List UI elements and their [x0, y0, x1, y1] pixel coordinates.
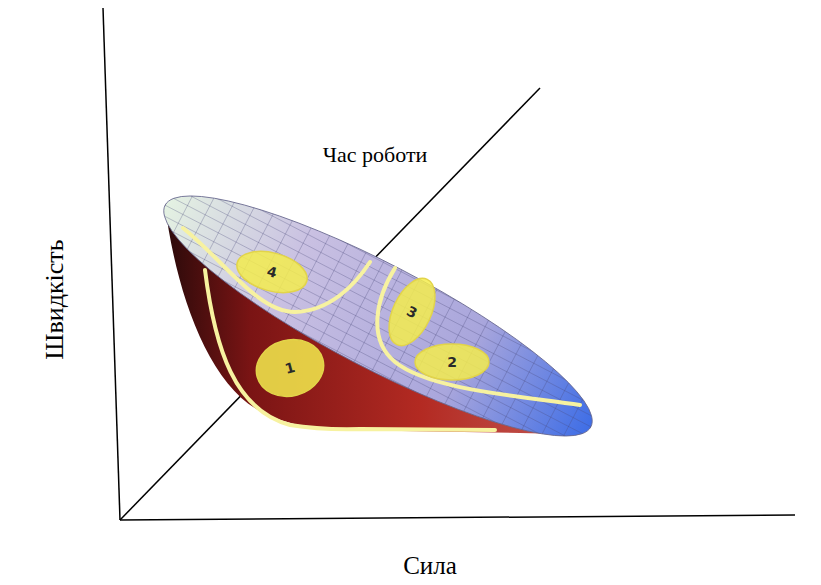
mesh-line: [156, 201, 600, 432]
mesh-line: [138, 236, 582, 467]
ellipse-outline: [232, 244, 311, 299]
ellipse-outline: [250, 332, 330, 404]
bowl-top: [129, 147, 628, 484]
zone-ellipse: 2: [414, 343, 490, 381]
mesh-line: [147, 218, 591, 449]
ellipse-outline: [380, 271, 445, 352]
curve-3-2: [377, 268, 580, 405]
time-axis: [120, 88, 540, 520]
curve-1: [205, 270, 495, 430]
callout-number: 2: [447, 355, 457, 369]
mesh-line: [170, 174, 614, 405]
mesh-line: [152, 209, 596, 440]
axis-label: Час роботи: [318, 142, 432, 168]
axis-label: Швидкість: [39, 235, 70, 365]
mesh-line: [161, 192, 605, 423]
curve-4: [183, 228, 370, 312]
force-axis: [120, 515, 795, 520]
ellipse-outline: [415, 344, 489, 380]
axis-label: Сила: [380, 551, 480, 581]
mesh-line: [142, 227, 586, 458]
speed-axis: [103, 8, 120, 520]
mesh-line: [179, 156, 623, 387]
mesh-line: [165, 183, 609, 414]
axes: [103, 8, 795, 520]
yellow-curves: [183, 228, 580, 430]
